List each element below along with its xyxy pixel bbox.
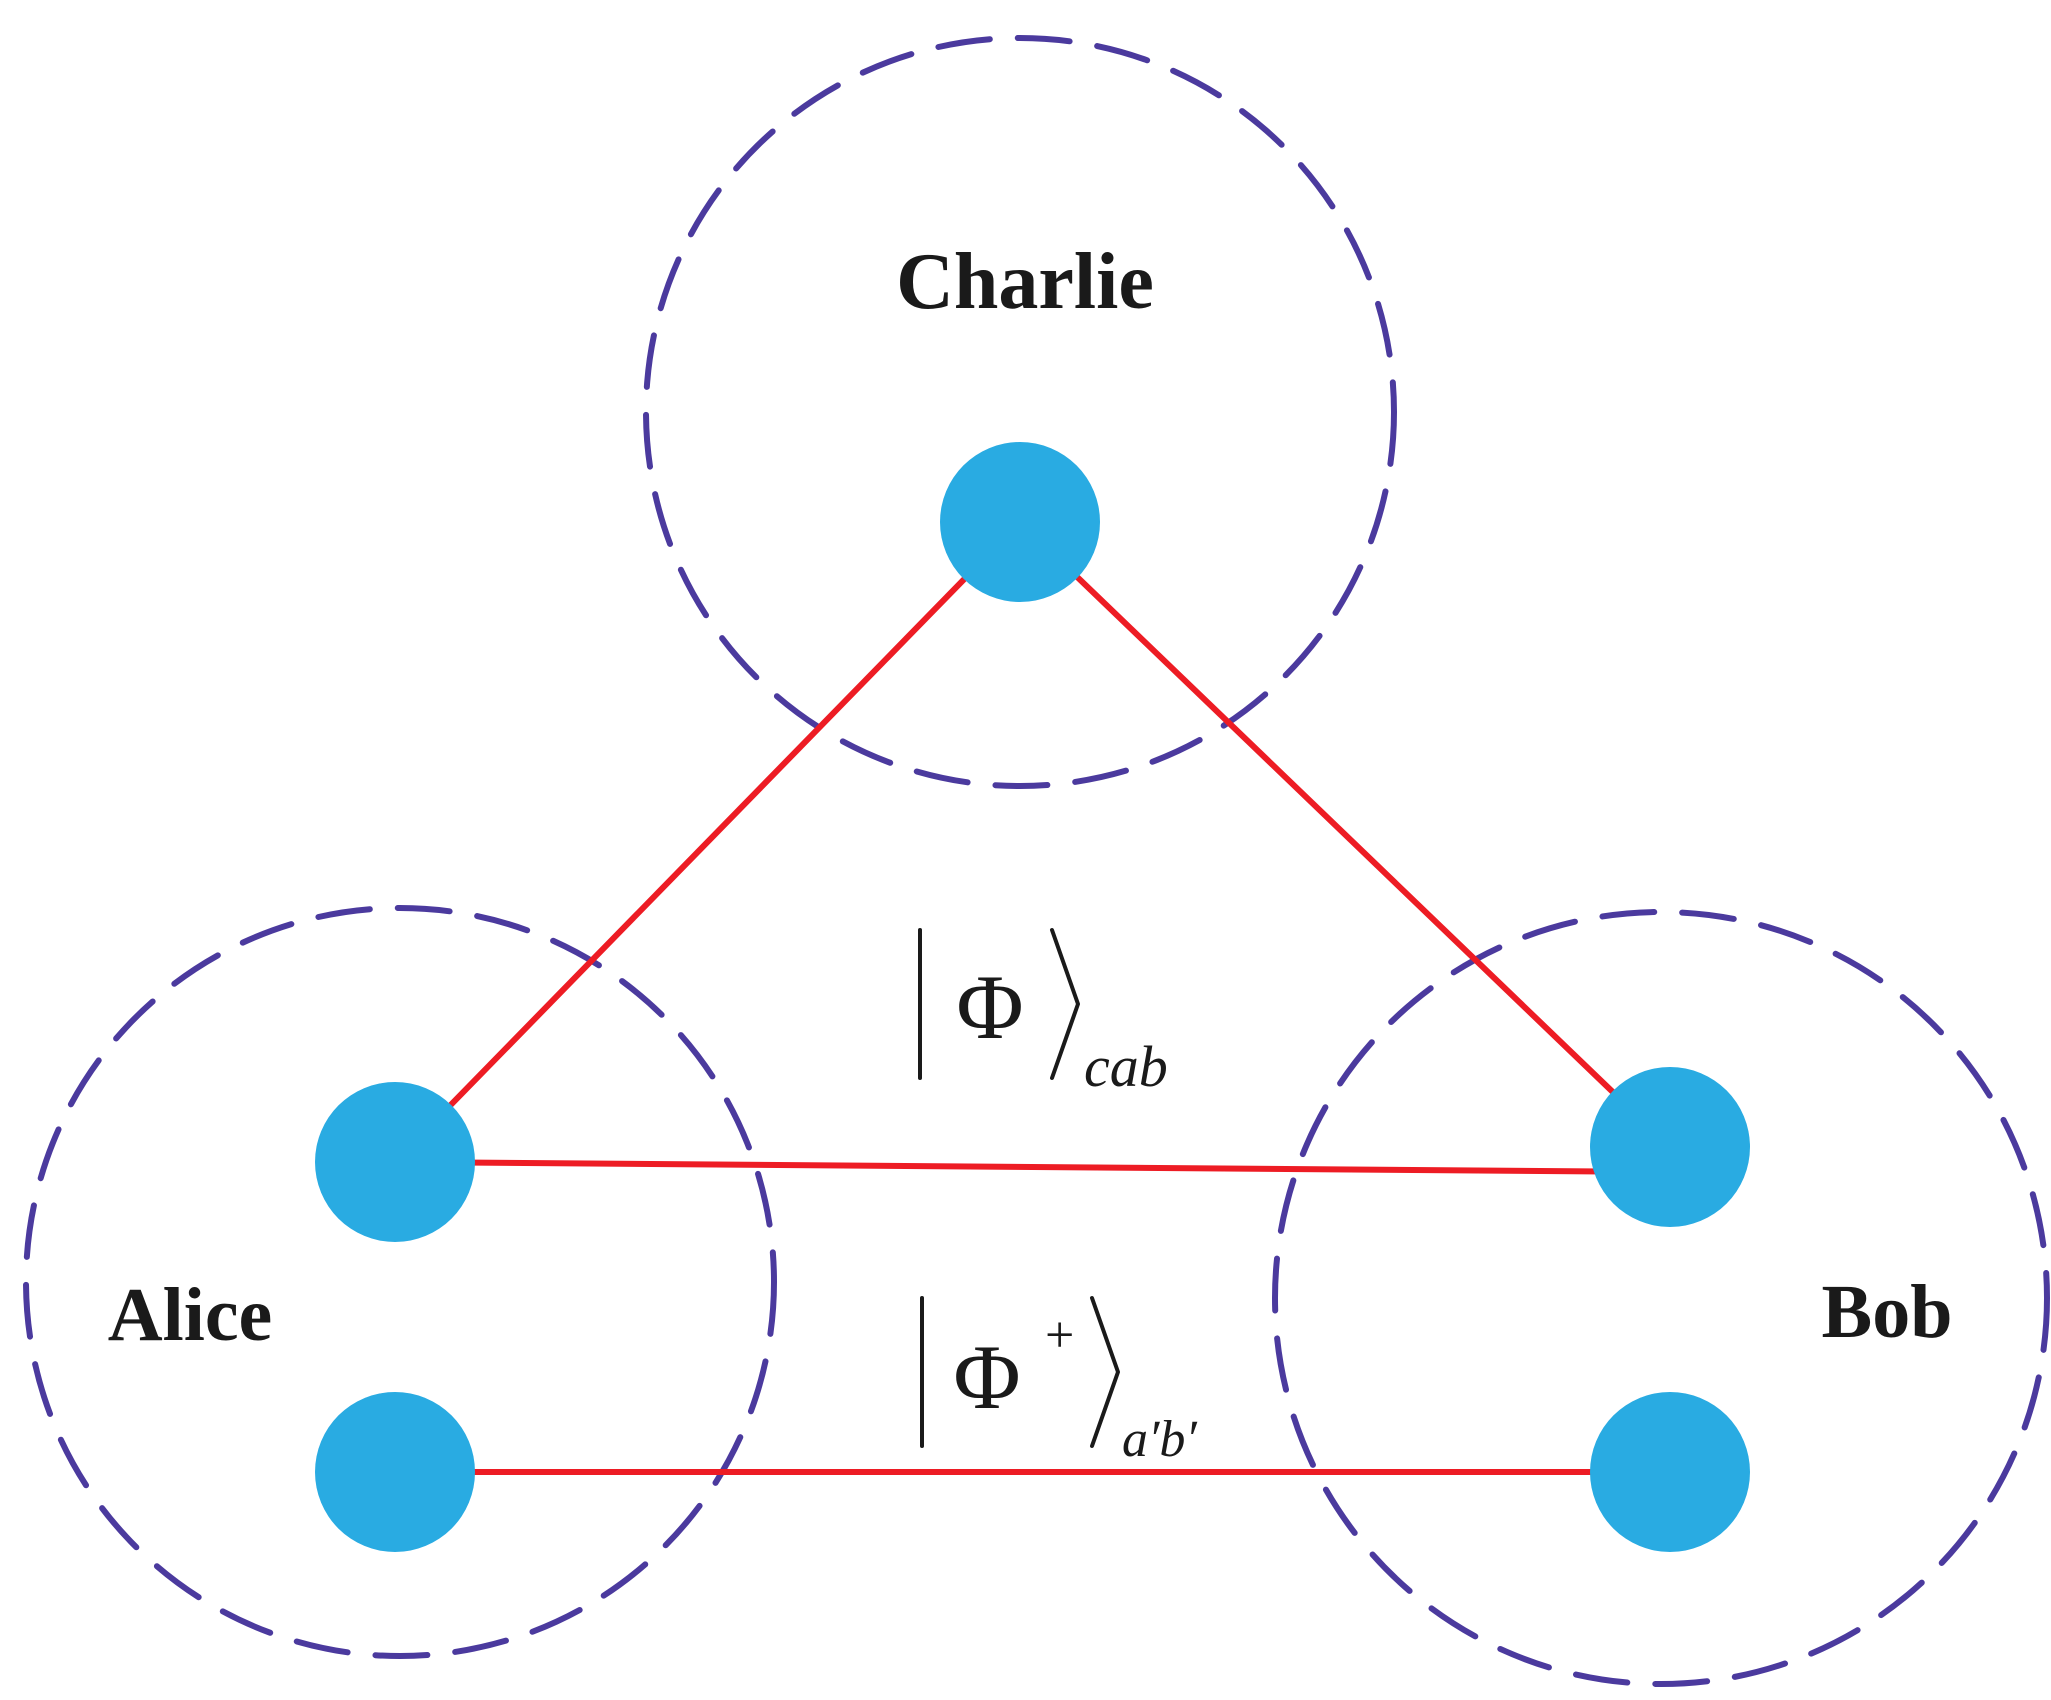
link-charlie-alice (392, 519, 1023, 1165)
ghz-state-subscript: cab (1084, 1034, 1168, 1099)
party-boundaries (23, 35, 2050, 1687)
ghz-state-ket: Φ cab (918, 928, 1168, 1099)
alice-qubit-node (315, 1082, 475, 1242)
ghz-state-symbol: Φ (956, 956, 1023, 1058)
bell-state-ket: Φ + a′b′ (920, 1296, 1198, 1468)
bob-second-qubit-node (1590, 1392, 1750, 1552)
ket-right-angle (1090, 1296, 1120, 1448)
bell-state-subscript: a′b′ (1122, 1411, 1198, 1468)
entanglement-links (392, 519, 1673, 1475)
bell-state-superscript: + (1045, 1307, 1074, 1364)
charlie-boundary (643, 35, 1397, 789)
bob-qubit-node (1590, 1067, 1750, 1227)
alice-second-qubit-node (315, 1392, 475, 1552)
alice-label: Alice (108, 1273, 273, 1357)
qubit-nodes (315, 442, 1750, 1552)
bob-boundary (1272, 909, 2050, 1687)
link-charlie-bob (1017, 519, 1673, 1150)
charlie-label: Charlie (896, 238, 1154, 326)
link-alice-bob (392, 1159, 1673, 1175)
bell-state-symbol: Φ (953, 1326, 1020, 1428)
alice-boundary (23, 905, 777, 1659)
ket-right-angle (1050, 928, 1080, 1080)
bob-label: Bob (1822, 1270, 1953, 1354)
charlie-qubit-node (940, 442, 1100, 602)
